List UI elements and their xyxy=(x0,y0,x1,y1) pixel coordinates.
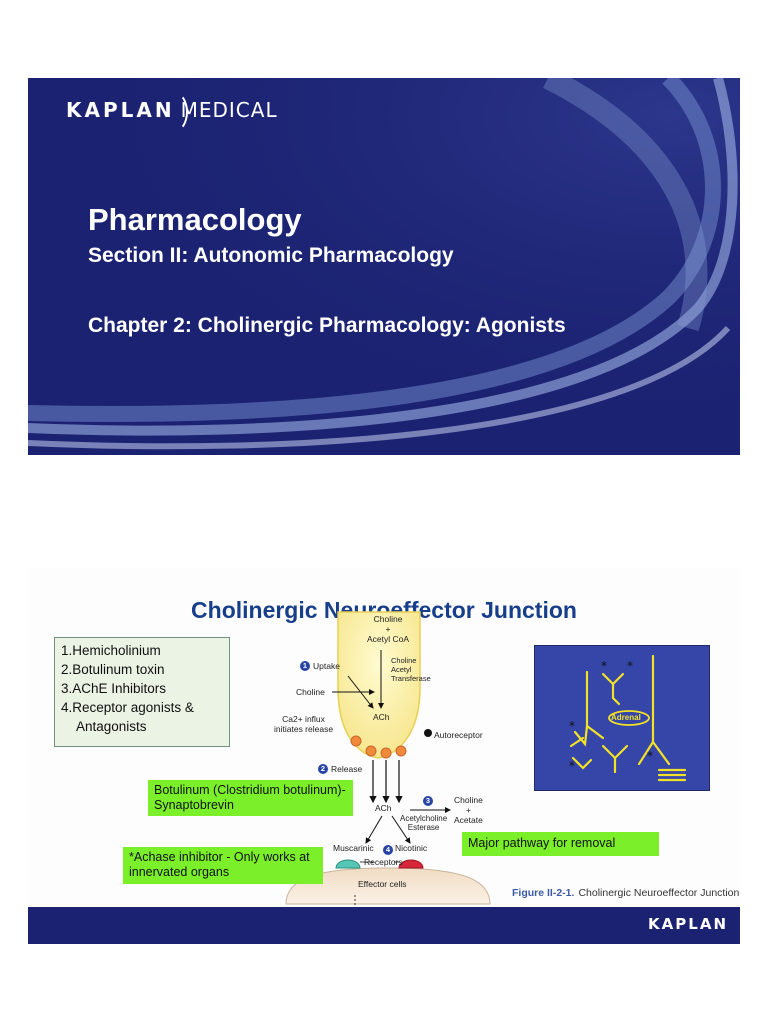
receptors-label: Receptors xyxy=(364,857,403,867)
choline-acetylcoa-label: Choline + Acetyl CoA xyxy=(367,614,409,644)
label-line: Choline xyxy=(373,614,403,624)
label-line: Ca2+ influx xyxy=(282,714,325,724)
autoreceptor-dot xyxy=(424,729,432,737)
vesicle xyxy=(380,747,392,759)
svg-text:*: * xyxy=(627,659,633,673)
ach-cleft-label: ACh xyxy=(375,803,392,813)
effector-cells-label: Effector cells xyxy=(358,879,407,889)
step-badge-3: 3 xyxy=(423,796,433,806)
list-item: 3.AChE Inhibitors xyxy=(61,681,167,696)
swoosh-decoration xyxy=(28,78,740,455)
slide-title: Pharmacology xyxy=(88,202,302,237)
logo-sub: MEDICAL xyxy=(180,98,278,122)
section-heading: Section II: Autonomic Pharmacology xyxy=(88,244,454,267)
label-line: Transferase xyxy=(391,674,431,683)
ach-terminal-label: ACh xyxy=(373,712,390,722)
label-line: + xyxy=(385,624,391,634)
label-line: Choline xyxy=(391,656,417,665)
vesicle xyxy=(365,745,377,757)
label-line: Esterase xyxy=(407,823,440,832)
nerve-branches: * * * * * xyxy=(569,654,687,782)
label-line: Acetyl xyxy=(391,665,412,674)
nicotinic-receptor xyxy=(398,859,424,869)
label-line: Acetylcholine xyxy=(400,814,448,823)
products-label: Choline + Acetate xyxy=(454,795,483,825)
list-item: 2.Botulinum toxin xyxy=(61,662,165,677)
label-line: Acetyl CoA xyxy=(367,634,410,644)
step-badge-2: 2 xyxy=(318,764,328,774)
chapter-heading: Chapter 2: Cholinergic Pharmacology: Ago… xyxy=(88,314,566,337)
ca-influx-label: Ca2+ influx initiates release xyxy=(274,714,333,734)
choline-label: Choline xyxy=(296,687,325,697)
svg-text:*: * xyxy=(647,749,653,763)
esterase-label: Acetylcholine Esterase xyxy=(400,814,447,832)
list-item: Antagonists xyxy=(76,719,147,734)
list-item: 4.Receptor agonists & xyxy=(61,700,194,715)
label-line: Choline xyxy=(454,795,483,805)
logo-arc-icon xyxy=(162,92,188,132)
synapse-diagram xyxy=(285,611,491,907)
vesicle xyxy=(350,735,362,747)
release-label: Release xyxy=(331,764,363,774)
adrenal-label: Adrenal xyxy=(611,713,641,722)
arrow xyxy=(391,815,411,844)
vesicle xyxy=(395,745,407,757)
nerve-diagram-panel: * * * * * Adrenal xyxy=(534,645,710,791)
label-line: initiates release xyxy=(274,724,334,734)
footer-logo: KAPLAN xyxy=(648,915,728,933)
pathway-callout: Major pathway for removal xyxy=(462,832,659,856)
steps-list: 1.Hemicholinium 2.Botulinum toxin 3.AChE… xyxy=(54,637,230,747)
figure-caption: Figure II-2-1.Cholinergic Neuroeffector … xyxy=(512,887,739,899)
botulinum-callout: Botulinum (Clostridium botulinum)- Synap… xyxy=(148,780,353,816)
transferase-label: Choline Acetyl Transferase xyxy=(391,656,431,683)
muscarinic-receptor xyxy=(335,859,361,869)
svg-text:*: * xyxy=(569,759,575,773)
nerve-terminal xyxy=(337,611,421,759)
svg-text:*: * xyxy=(601,659,607,673)
step-badge-4: 4 xyxy=(383,845,393,855)
list-item: 1.Hemicholinium xyxy=(61,643,161,658)
adrenal-oval xyxy=(608,710,650,726)
figure-caption-text: Cholinergic Neuroeffector Junction xyxy=(578,887,740,899)
label-line: + xyxy=(465,805,471,815)
logo-brand: KAPLAN xyxy=(66,98,175,122)
arrow xyxy=(365,815,383,844)
label-line: Acetate xyxy=(454,815,483,825)
svg-text:*: * xyxy=(569,719,575,733)
autoreceptor-label: Autoreceptor xyxy=(434,730,483,740)
muscarinic-label: Muscarinic xyxy=(333,843,374,853)
achase-callout: *Achase inhibitor - Only works at innerv… xyxy=(123,847,323,884)
figure-number: Figure II-2-1. xyxy=(512,887,575,899)
footer-bar: KAPLAN xyxy=(28,907,740,944)
step-badge-1: 1 xyxy=(300,661,310,671)
uptake-label: Uptake xyxy=(313,661,340,671)
content-slide: Cholinergic Neuroeffector Junction 1.Hem… xyxy=(28,568,740,944)
nicotinic-label: Nicotinic xyxy=(395,843,428,853)
